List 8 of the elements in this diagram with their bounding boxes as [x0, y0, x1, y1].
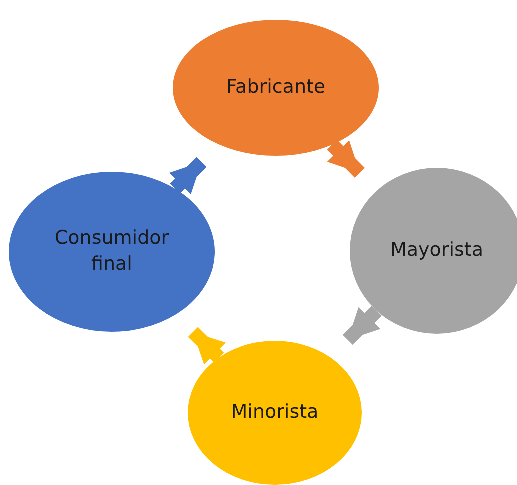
node-label: Minorista — [231, 400, 319, 426]
node-label: Consumidor final — [54, 226, 170, 277]
arrow — [188, 327, 226, 365]
node-label: Fabricante — [226, 75, 326, 100]
node-label: Mayorista — [390, 238, 484, 264]
arrow — [327, 140, 365, 178]
arrow — [169, 157, 207, 195]
arrow — [342, 306, 382, 346]
